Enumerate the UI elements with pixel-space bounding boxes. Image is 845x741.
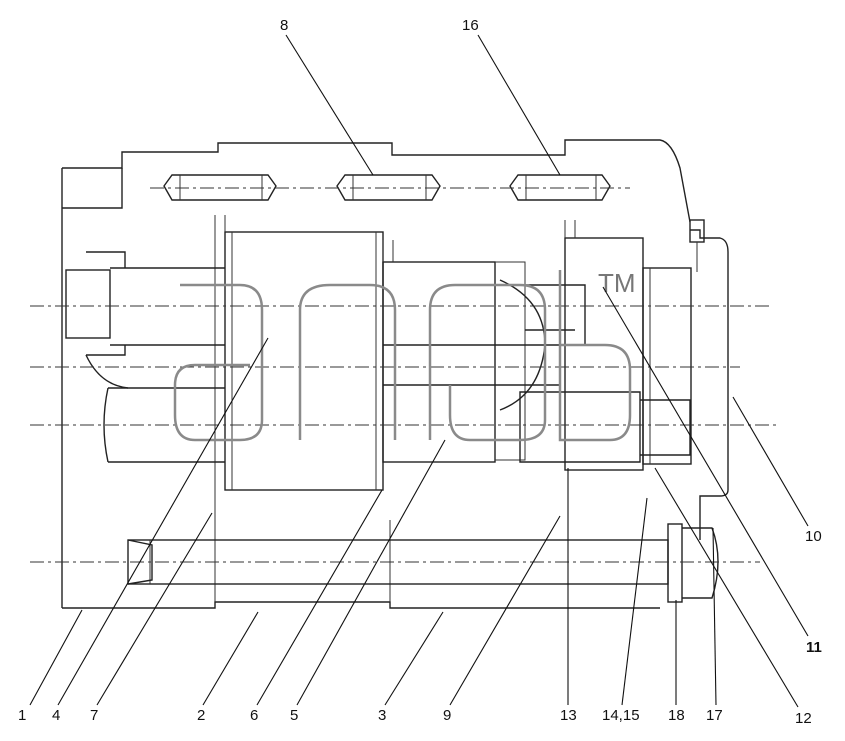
- callout-label-3: 3: [378, 707, 386, 724]
- rear-gear-section: [382, 240, 526, 463]
- leader-line-3: [384, 611, 444, 706]
- callout-labels: 1 4 7 2 6 5 3 9 13 14,15 18 17 12 11 10 8 16: [18, 17, 822, 727]
- callout-label-11: 11: [806, 639, 822, 656]
- center-lines: [30, 305, 780, 563]
- leader-line-8: [285, 34, 374, 176]
- callout-label-5: 5: [290, 707, 298, 724]
- watermark-tm: TM: [598, 268, 636, 298]
- callout-label-8: 8: [280, 17, 288, 34]
- leader-line-11: [602, 286, 809, 637]
- callout-label-18: 18: [668, 707, 685, 724]
- leader-line-2: [202, 611, 259, 706]
- leader-line-1: [29, 609, 83, 706]
- leader-line-5: [296, 439, 446, 706]
- callout-label-12: 12: [795, 710, 812, 727]
- leader-line-16: [477, 34, 561, 176]
- housing-bevel: [85, 354, 129, 389]
- housing-outline: [61, 139, 729, 609]
- leader-line-4: [57, 337, 269, 706]
- callout-label-6: 6: [250, 707, 258, 724]
- callout-label-14-15: 14,15: [602, 707, 640, 724]
- leader-line-10: [732, 396, 809, 527]
- callout-leaders: [29, 34, 809, 708]
- callout-label-13: 13: [560, 707, 577, 724]
- leader-line-9: [449, 515, 561, 706]
- tie-bolt: [127, 523, 719, 603]
- callout-label-4: 4: [52, 707, 60, 724]
- leader-line-6: [256, 489, 383, 706]
- leader-line-14-15: [621, 497, 648, 706]
- callout-label-17: 17: [706, 707, 723, 724]
- leader-line-12: [654, 467, 799, 708]
- callout-label-1: 1: [18, 707, 26, 724]
- fitting-plug: [689, 219, 705, 272]
- callout-label-2: 2: [197, 707, 205, 724]
- watermark-logo: TM: [173, 268, 636, 442]
- drive-shaft: [65, 251, 586, 386]
- callout-label-7: 7: [90, 707, 98, 724]
- callout-label-9: 9: [443, 707, 451, 724]
- callout-label-10: 10: [805, 528, 822, 545]
- leader-line-7: [96, 512, 213, 706]
- callout-label-16: 16: [462, 17, 479, 34]
- leader-line-17: [712, 527, 717, 706]
